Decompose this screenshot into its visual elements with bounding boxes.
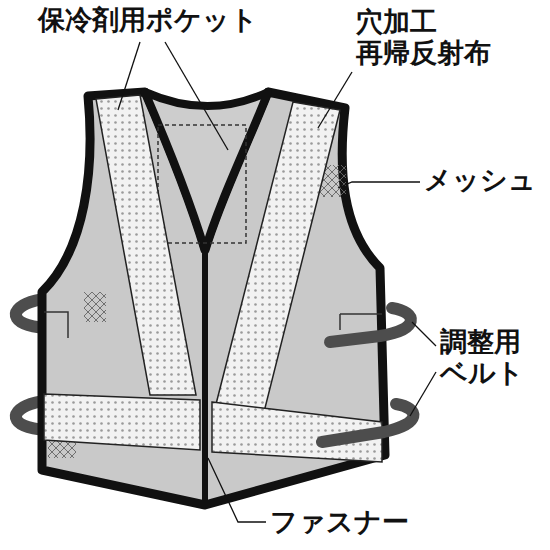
reflective-label: 穴加工 再帰反射布 [356, 6, 526, 68]
adjust-belt [322, 308, 413, 442]
belt-label: 調整用 ベルト [440, 326, 540, 388]
zipper-label: ファスナー [270, 506, 440, 537]
zipper [202, 250, 208, 503]
leader-line [118, 42, 436, 522]
side-pocket [44, 312, 382, 338]
mesh-label: メッシュ [424, 164, 544, 195]
pocket-label: 保冷剤用ポケット [38, 4, 298, 35]
cool-pack-pocket [158, 125, 246, 243]
reflective-tape [44, 95, 382, 462]
